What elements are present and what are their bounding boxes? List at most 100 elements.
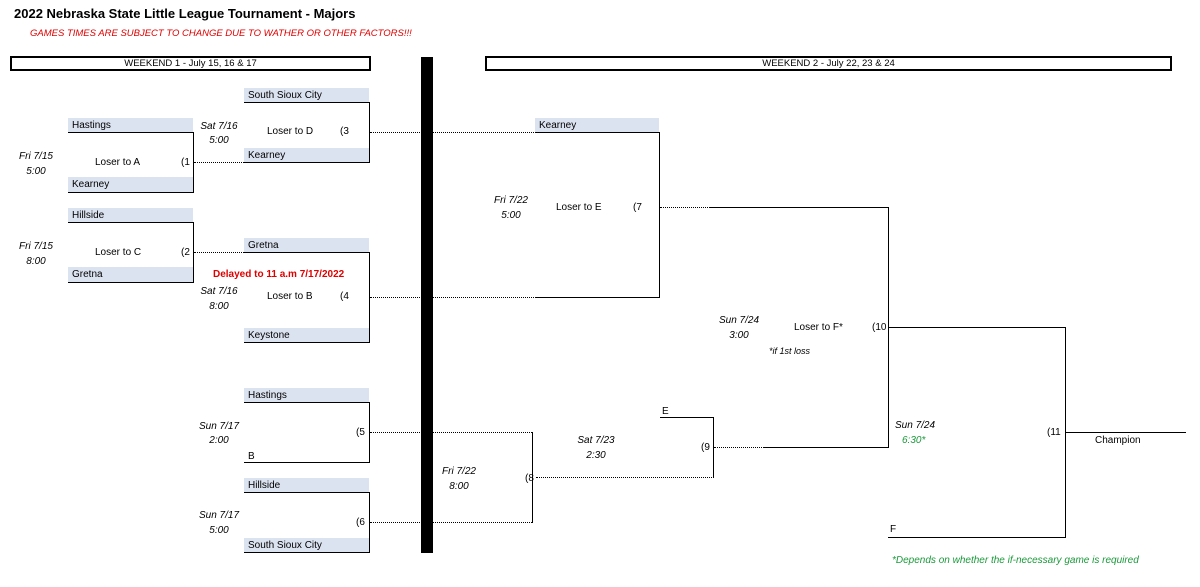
- g4-bottom-line: [244, 342, 370, 343]
- g9-top-team: E: [662, 406, 669, 417]
- g4-time: 8:00: [209, 301, 229, 312]
- g6-day: Sun 7/17: [198, 510, 240, 521]
- g9-day: Sat 7/23: [577, 435, 615, 446]
- g1-time: 5:00: [26, 166, 46, 177]
- g8-top-line: [532, 432, 533, 433]
- champion-label: Champion: [1095, 435, 1141, 446]
- g2-bottom-line: [68, 282, 194, 283]
- g5-vertical: [369, 402, 370, 463]
- g3-top-team: South Sioux City: [244, 88, 369, 103]
- g6-number: (6: [356, 517, 365, 528]
- g7-top-line: [535, 132, 660, 133]
- g1-top-team: Hastings: [68, 118, 193, 133]
- g6-top-team: Hillside: [244, 478, 369, 493]
- g5-top-team: Hastings: [244, 388, 369, 403]
- g10-time: 3:00: [729, 330, 749, 341]
- g8-time: 8:00: [449, 481, 469, 492]
- g5-time: 2:00: [209, 435, 229, 446]
- g4-vertical: [369, 252, 370, 343]
- g10-vertical: [888, 207, 889, 448]
- g9-connector-dotted: [714, 447, 764, 448]
- g7-day: Fri 7/22: [494, 195, 528, 206]
- page-title: 2022 Nebraska State Little League Tourna…: [14, 6, 356, 21]
- g9-time: 2:30: [586, 450, 606, 461]
- g11-day: Sun 7/24: [895, 420, 936, 431]
- g3-number: (3: [340, 126, 349, 137]
- g2-bottom-team: Gretna: [68, 267, 193, 282]
- g8-vertical: [532, 432, 533, 523]
- g7-connector: [710, 207, 889, 208]
- g1-vertical: [193, 132, 194, 193]
- g1-connector: [194, 162, 244, 163]
- g3-day: Sat 7/16: [200, 121, 238, 132]
- g3-time: 5:00: [209, 135, 229, 146]
- g7-vertical: [659, 132, 660, 298]
- g9-bottom-line: [713, 477, 714, 478]
- g2-vertical: [193, 222, 194, 283]
- g4-connector: [370, 297, 660, 298]
- g10-number: (10: [872, 322, 887, 333]
- g9-number: (9: [701, 442, 710, 453]
- g3-top-line: [244, 102, 370, 103]
- g2-top-line: [68, 222, 194, 223]
- g4-top-team: Gretna: [244, 238, 369, 253]
- g11-bottom-team: F: [890, 524, 897, 535]
- g3-vertical: [369, 102, 370, 163]
- g6-bottom-team: South Sioux City: [244, 538, 369, 553]
- g5-number: (5: [356, 427, 365, 438]
- weekend-divider: [421, 57, 433, 553]
- g11-number: (11: [1047, 427, 1061, 438]
- g7-bottom-line: [535, 297, 660, 298]
- g2-time: 8:00: [26, 256, 46, 267]
- g6-top-line: [244, 492, 370, 493]
- g2-number: (2: [181, 247, 190, 258]
- g1-top-line: [68, 132, 194, 133]
- g11-bottom-line: [888, 537, 1066, 538]
- g11-time: 6:30*: [902, 435, 926, 446]
- g6-time: 5:00: [209, 525, 229, 536]
- g3-loser: Loser to D: [267, 126, 314, 137]
- g9-top-line: [660, 417, 714, 418]
- footnote: *Depends on whether the if-necessary gam…: [892, 555, 1139, 566]
- g1-bottom-team: Kearney: [68, 177, 193, 192]
- g4-number: (4: [340, 291, 349, 302]
- g6-connector: [370, 522, 532, 523]
- champion-line: [1066, 432, 1186, 433]
- g4-delay-note: Delayed to 11 a.m 7/17/2022: [213, 269, 345, 280]
- g4-loser: Loser to B: [267, 291, 313, 302]
- g2-day: Fri 7/15: [19, 241, 53, 252]
- g8-number: (8: [525, 473, 534, 484]
- g11-vertical: [1065, 327, 1066, 538]
- g10-connector: [889, 327, 1066, 328]
- g1-bottom-line: [68, 192, 194, 193]
- g2-top-team: Hillside: [68, 208, 193, 223]
- g3-bottom-line: [244, 162, 370, 163]
- g8-day: Fri 7/22: [442, 466, 476, 477]
- g3-connector: [370, 132, 660, 133]
- g6-bottom-line: [244, 552, 370, 553]
- g5-top-line: [244, 402, 370, 403]
- g8-connector: [536, 477, 714, 478]
- g1-day: Fri 7/15: [19, 151, 53, 162]
- weekend-2-header: WEEKEND 2 - July 22, 23 & 24: [485, 56, 1172, 71]
- g5-bottom-team: B: [248, 451, 255, 462]
- g5-connector: [370, 432, 532, 433]
- g3-bottom-team: Kearney: [244, 148, 369, 163]
- g7-time: 5:00: [501, 210, 521, 221]
- g1-loser: Loser to A: [95, 157, 141, 168]
- g10-loser: Loser to F*: [794, 322, 843, 333]
- g1-number: (1: [181, 157, 190, 168]
- g6-vertical: [369, 492, 370, 553]
- g4-bottom-team: Keystone: [244, 328, 369, 343]
- g2-connector: [194, 252, 244, 253]
- g5-day: Sun 7/17: [198, 421, 240, 432]
- g4-top-line: [244, 252, 370, 253]
- g10-note: *if 1st loss: [769, 346, 811, 356]
- g7-top-team: Kearney: [535, 118, 659, 133]
- g7-connector-dotted: [660, 207, 710, 208]
- g10-day: Sun 7/24: [718, 315, 760, 326]
- g2-loser: Loser to C: [95, 247, 142, 258]
- g9-vertical: [713, 417, 714, 478]
- g7-loser: Loser to E: [556, 202, 602, 213]
- g4-day: Sat 7/16: [200, 286, 238, 297]
